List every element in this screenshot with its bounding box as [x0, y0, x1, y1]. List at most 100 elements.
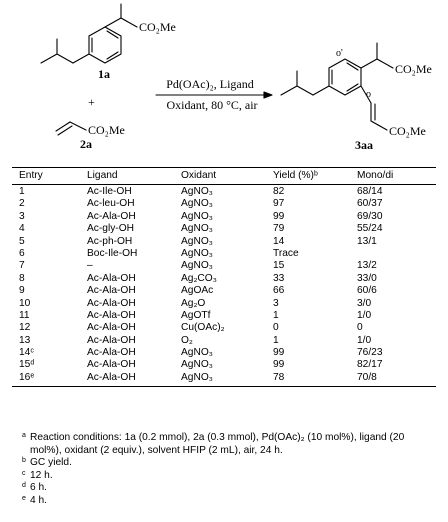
footnote-text: 4 h. — [30, 494, 47, 506]
cell-yield: 1 — [273, 309, 279, 321]
cell-entry: 9 — [19, 285, 25, 297]
cell-ligand: Ac-Ala-OH — [87, 334, 136, 346]
cell-mono-di: 55/24 — [357, 223, 383, 235]
reactant-2a-label: 2a — [80, 137, 92, 151]
cell-ligand: Ac-Ala-OH — [87, 359, 136, 371]
plus-sign: + — [88, 95, 95, 109]
reactant-1a-label: 1a — [98, 67, 110, 81]
header-mono-di: Mono/di — [357, 170, 394, 181]
cell-entry: 7 — [19, 260, 25, 272]
cell-mono-di: 60/37 — [357, 198, 383, 210]
cell-ligand: Ac-gly-OH — [87, 223, 134, 235]
table-header-rule — [12, 184, 436, 185]
cell-oxidant: AgNO₃ — [181, 186, 213, 197]
table-header-row: Entry Ligand Oxidant Yield (%)ᵇ Mono/di — [12, 168, 436, 184]
cell-ligand: Boc-Ile-OH — [87, 247, 138, 259]
cell-yield: 79 — [273, 223, 285, 235]
footnote: a Reaction conditions: 1a (0.2 mmol), 2a … — [12, 432, 436, 457]
cell-oxidant: AgNO₃ — [181, 260, 213, 272]
cell-oxidant: AgNO₃ — [181, 247, 213, 259]
footnote: b GC yield. — [12, 457, 436, 470]
header-ligand: Ligand — [87, 170, 118, 181]
cell-mono-di: 68/14 — [357, 186, 383, 197]
cell-entry: 4 — [19, 223, 25, 235]
cell-entry: 3 — [19, 210, 25, 222]
footnote-marker: c — [22, 469, 26, 477]
reaction-scheme: CO₂Me 1a + CO₂Me 2a Pd(OAc)₂, Ligand Oxi… — [40, 3, 432, 152]
footnote: e 4 h. — [12, 495, 436, 508]
footnote-text: Reaction conditions: 1a (0.2 mmol), 2a (… — [30, 432, 405, 456]
table-top-rule — [12, 167, 436, 168]
cell-oxidant: AgOTf — [181, 309, 211, 321]
ester-label-2a: CO₂Me — [88, 123, 125, 137]
cell-yield: 97 — [273, 198, 285, 210]
cell-yield: 1 — [273, 334, 279, 346]
cell-oxidant: AgNO₃ — [181, 371, 213, 383]
product-3aa-structure — [280, 42, 394, 131]
cell-entry: 10 — [19, 297, 31, 309]
cell-ligand: Ac-Ala-OH — [87, 210, 136, 222]
cell-mono-di: 1/0 — [357, 334, 372, 346]
footnote-text: GC yield. — [30, 457, 72, 469]
cell-mono-di: 69/30 — [357, 210, 383, 222]
cell-ligand: Ac-Ala-OH — [87, 322, 136, 334]
cell-mono-di: 13/1 — [357, 235, 377, 247]
cell-yield: 33 — [273, 272, 285, 284]
ester-label-1a: CO₂Me — [139, 20, 176, 34]
footnote-marker: e — [22, 494, 26, 502]
footnote-marker: b — [22, 457, 26, 465]
cell-ligand: Ac-Ala-OH — [87, 285, 136, 297]
cell-ligand: Ac-ph-OH — [87, 235, 133, 247]
cell-yield: 3 — [273, 297, 279, 309]
cell-entry: 11 — [19, 309, 30, 321]
cell-entry: 16ᵉ — [19, 371, 35, 383]
cell-entry: 5 — [19, 235, 25, 247]
product-3aa-label: 3aa — [355, 138, 373, 152]
cell-mono-di: 82/17 — [357, 359, 383, 371]
cell-yield: Trace — [273, 247, 299, 259]
cell-mono-di: 70/8 — [357, 371, 377, 383]
cell-oxidant: Cu(OAc)₂ — [181, 322, 225, 334]
cell-mono-di: 76/23 — [357, 347, 383, 359]
cell-ligand: Ac-Ala-OH — [87, 371, 136, 383]
cell-yield: 99 — [273, 210, 285, 222]
cell-yield: 82 — [273, 186, 285, 197]
cell-yield: 66 — [273, 285, 285, 297]
cell-oxidant: AgNO₃ — [181, 235, 213, 247]
table-footnotes: a Reaction conditions: 1a (0.2 mmol), 2a … — [12, 432, 436, 508]
footnote-marker: d — [22, 482, 26, 490]
cell-entry: 13 — [19, 334, 31, 346]
cell-oxidant: AgOAc — [181, 285, 214, 297]
cell-oxidant: AgNO₃ — [181, 210, 213, 222]
cell-ligand: Ac-Ala-OH — [87, 309, 136, 321]
footnote-marker: a — [22, 432, 26, 439]
table-row: 9 Ac-Ala-OH AgOAc 66 60/6 — [12, 285, 436, 297]
reactant-2a-structure — [55, 121, 87, 136]
cell-mono-di: 1/0 — [357, 309, 372, 321]
table-row: 16ᵉ Ac-Ala-OH AgNO₃ 78 70/8 — [12, 372, 436, 384]
cell-yield: 78 — [273, 371, 285, 383]
ester-label-3aa-top: CO₂Me — [395, 62, 432, 76]
cell-oxidant: Ag₂O — [181, 297, 206, 309]
cell-oxidant: Ag₂CO₃ — [181, 272, 217, 284]
cell-mono-di: 60/6 — [357, 285, 377, 297]
cell-yield: 99 — [273, 347, 285, 359]
table-bottom-rule — [12, 386, 436, 388]
cell-entry: 2 — [19, 198, 25, 210]
cell-oxidant: AgNO₃ — [181, 198, 213, 210]
cell-ligand: – — [87, 260, 93, 272]
cell-yield: 15 — [273, 260, 285, 272]
optimization-table: Entry Ligand Oxidant Yield (%)ᵇ Mono/di … — [12, 167, 436, 388]
